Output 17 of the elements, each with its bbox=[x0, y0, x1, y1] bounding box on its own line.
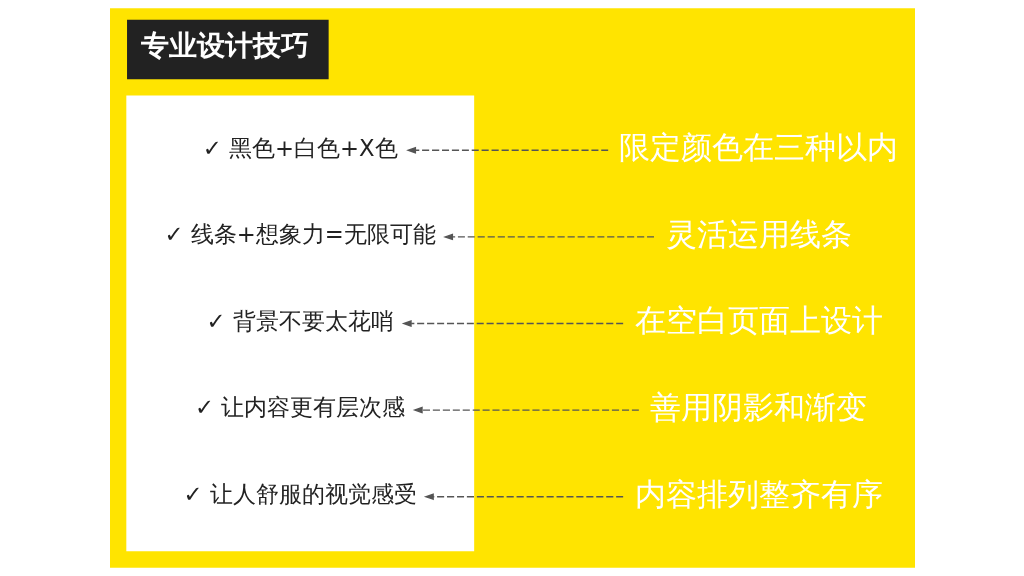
diagram-title: 专业设计技巧 bbox=[140, 29, 309, 63]
arrow bbox=[412, 406, 640, 414]
arrow bbox=[405, 146, 609, 154]
node-text: ✓ 让人舒服的视觉感受 bbox=[183, 481, 417, 508]
node-text: 内容排列整齐有序 bbox=[634, 475, 883, 512]
node-text: ✓ 黑色+白色+X色 bbox=[202, 134, 398, 161]
arrow bbox=[442, 233, 655, 241]
node-text: 在空白页面上设计 bbox=[634, 302, 883, 339]
cluster bbox=[125, 95, 474, 552]
node-text: ✓ 让内容更有层次感 bbox=[194, 394, 405, 421]
node-text: ✓ 背景不要太花哨 bbox=[206, 307, 394, 334]
node-text: 限定颜色在三种以内 bbox=[618, 129, 898, 166]
node-text: 善用阴影和渐变 bbox=[649, 389, 867, 426]
arrow bbox=[401, 320, 624, 327]
arrow bbox=[423, 493, 624, 501]
node-text: 灵活运用线条 bbox=[665, 215, 852, 252]
node-text: ✓ 线条+想象力=无限可能 bbox=[164, 221, 436, 248]
